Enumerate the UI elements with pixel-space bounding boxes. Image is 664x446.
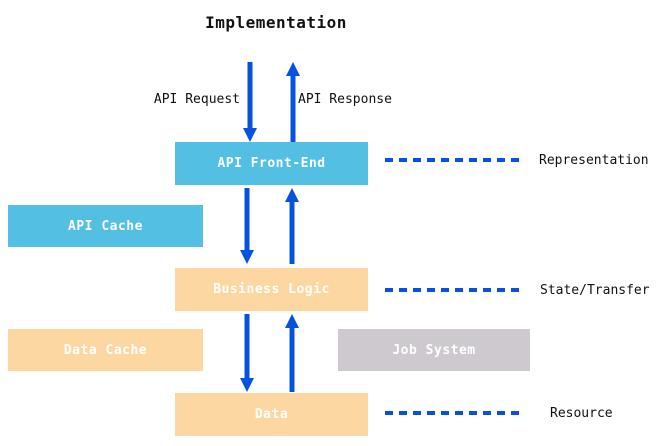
representation-label: Representation xyxy=(539,153,649,168)
job-system-label: Job System xyxy=(392,342,476,358)
resource-label: Resource xyxy=(550,406,613,421)
state-transfer-label: State/Transfer xyxy=(540,283,650,298)
arrow-down-frontend-to-logic xyxy=(240,188,254,264)
representation-dashed-line xyxy=(385,158,519,162)
data-label: Data xyxy=(254,407,289,422)
diagram-title: Implementation xyxy=(205,13,347,32)
job-system-box: Job System xyxy=(338,329,530,371)
api-front-end-label: API Front-End xyxy=(217,156,326,171)
arrow-down-implementation-to-frontend xyxy=(243,62,257,142)
api-front-end-box: API Front-End xyxy=(175,142,368,185)
business-logic-label: Business Logic xyxy=(213,282,330,297)
data-cache-box: Data Cache xyxy=(8,329,203,371)
api-cache-label: API Cache xyxy=(68,218,143,234)
api-cache-box: API Cache xyxy=(8,205,203,247)
api-response-label: API Response xyxy=(298,92,392,107)
business-logic-box: Business Logic xyxy=(175,268,368,311)
resource-dashed-line xyxy=(385,411,519,415)
arrow-up-frontend-to-implementation xyxy=(286,62,300,142)
arrow-down-logic-to-data xyxy=(240,314,254,392)
data-box: Data xyxy=(175,393,368,436)
api-request-label: API Request xyxy=(153,92,240,107)
state-transfer-dashed-line xyxy=(385,288,519,292)
arrow-up-data-to-logic xyxy=(285,314,299,392)
data-cache-label: Data Cache xyxy=(63,342,148,358)
arrow-up-logic-to-frontend xyxy=(285,188,299,264)
